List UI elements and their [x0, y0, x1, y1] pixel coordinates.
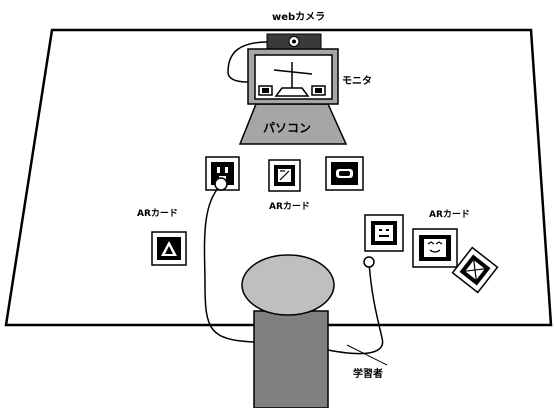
right-hand-pointer: [364, 257, 374, 267]
ar-card-left-label: ARカード: [137, 206, 178, 219]
webcam-icon: [267, 34, 321, 49]
left-hand-pointer: [215, 178, 227, 190]
ar-marker-capsule: [326, 157, 363, 190]
ar-card-center-label: ARカード: [269, 199, 310, 212]
learner-label: 学習者: [353, 365, 383, 380]
webcam-label: webカメラ: [272, 8, 325, 23]
learner-body: [254, 311, 328, 408]
ar-marker-face-1: [365, 215, 403, 251]
pc-label: パソコン: [263, 119, 311, 136]
monitor-icon: [248, 49, 338, 104]
ar-marker-circuit: [269, 160, 300, 191]
ar-card-right-label: ARカード: [429, 207, 470, 220]
ar-marker-triangle: [152, 232, 186, 265]
learner-head: [242, 255, 334, 315]
monitor-label: モニタ: [342, 72, 372, 87]
ar-marker-face-2: [413, 229, 457, 267]
